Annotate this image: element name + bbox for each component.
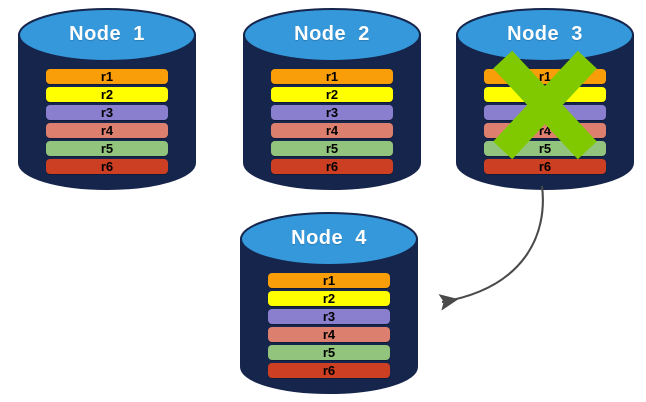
node-1-row-r2[interactable]: r2 [46, 87, 168, 102]
node-1-row-r3[interactable]: r3 [46, 105, 168, 120]
node-4-row-list: r1 r2 r3 r4 r5 r6 [240, 273, 418, 378]
node-1-row-list: r1 r2 r3 r4 r5 r6 [18, 69, 196, 174]
node-2-row-r2[interactable]: r2 [271, 87, 393, 102]
node-1-row-r6[interactable]: r6 [46, 159, 168, 174]
cylinder-top-ellipse [18, 8, 196, 62]
node-3-row-r2[interactable]: r2 [484, 87, 606, 102]
node-3-row-r3[interactable]: r3 [484, 105, 606, 120]
node-1-row-r1[interactable]: r1 [46, 69, 168, 84]
node-4-row-r2[interactable]: r2 [268, 291, 390, 306]
cylinder-top-ellipse [243, 8, 421, 62]
node-1-row-r5[interactable]: r5 [46, 141, 168, 156]
cylinder-top-ellipse [240, 212, 418, 266]
node-3-row-r1[interactable]: r1 [484, 69, 606, 84]
node-2-row-r1[interactable]: r1 [271, 69, 393, 84]
node-4-row-r5[interactable]: r5 [268, 345, 390, 360]
node-2-row-list: r1 r2 r3 r4 r5 r6 [243, 69, 421, 174]
node-2-row-r4[interactable]: r4 [271, 123, 393, 138]
node-3-row-r6[interactable]: r6 [484, 159, 606, 174]
node-1-row-r4[interactable]: r4 [46, 123, 168, 138]
node-4-row-r3[interactable]: r3 [268, 309, 390, 324]
node-4-row-r4[interactable]: r4 [268, 327, 390, 342]
cylinder-top-ellipse [456, 8, 634, 62]
node-3-row-list: r1 r2 r3 r4 r5 r6 [456, 69, 634, 174]
node-3-row-r5[interactable]: r5 [484, 141, 606, 156]
node-4-row-r6[interactable]: r6 [268, 363, 390, 378]
node-3-row-r4[interactable]: r4 [484, 123, 606, 138]
node-2-row-r5[interactable]: r5 [271, 141, 393, 156]
node-2-row-r3[interactable]: r3 [271, 105, 393, 120]
node-2-row-r6[interactable]: r6 [271, 159, 393, 174]
node-4-row-r1[interactable]: r1 [268, 273, 390, 288]
